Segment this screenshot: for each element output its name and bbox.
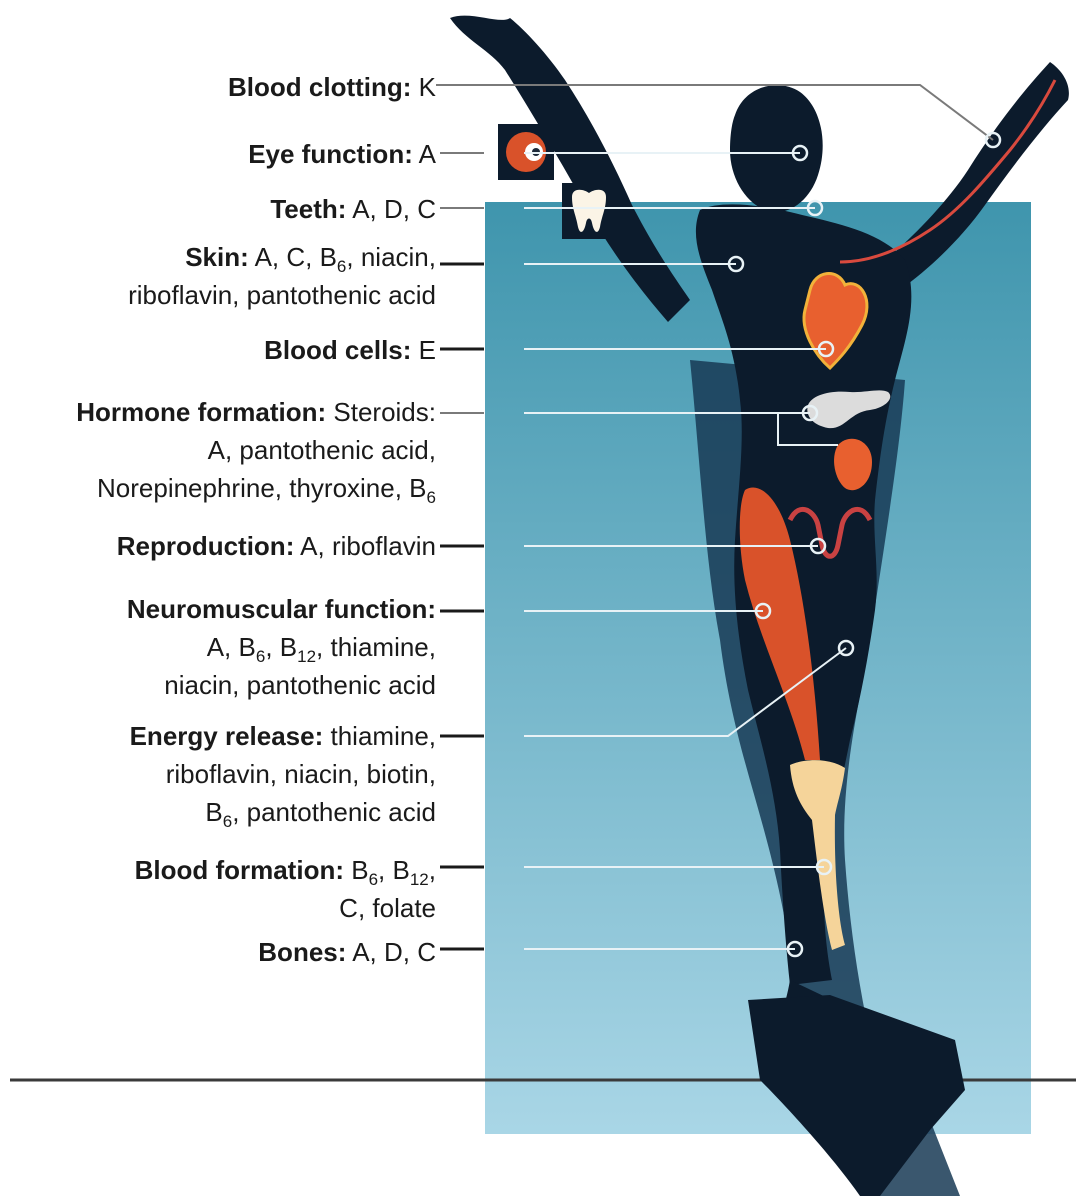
- label-blood-cells: Blood cells: E: [264, 331, 436, 369]
- label-title: Eye function:: [248, 139, 413, 169]
- label-title: Energy release:: [130, 721, 324, 751]
- label-line: Blood clotting: K: [228, 68, 436, 106]
- label-reproduction: Reproduction: A, riboflavin: [117, 527, 436, 565]
- label-nutrients: A, riboflavin: [300, 531, 436, 561]
- label-line: Eye function: A: [248, 135, 436, 173]
- label-line: Bones: A, D, C: [258, 933, 436, 971]
- label-skin: Skin: A, C, B6, niacin, riboflavin, panto…: [128, 238, 436, 314]
- label-title: Blood formation:: [135, 855, 344, 885]
- label-line: Hormone formation: Steroids:: [76, 393, 436, 431]
- label-nutrients: E: [419, 335, 436, 365]
- label-nutrients: riboflavin, niacin, biotin,: [166, 759, 436, 789]
- label-nutrients: B6, pantothenic acid: [205, 797, 436, 827]
- label-line: Blood cells: E: [264, 331, 436, 369]
- label-nutrients: niacin, pantothenic acid: [164, 670, 436, 700]
- label-title: Teeth:: [270, 194, 346, 224]
- label-nutrients: A, C, B6, niacin,: [255, 242, 436, 272]
- label-nutrients: A, D, C: [352, 194, 436, 224]
- label-energy-release: Energy release: thiamine, riboflavin, nia…: [130, 717, 436, 831]
- label-nutrients: thiamine,: [331, 721, 437, 751]
- head: [730, 85, 823, 212]
- label-nutrients: B6, B12,: [351, 855, 436, 885]
- label-line: A, B6, B12, thiamine,: [127, 628, 436, 666]
- label-line: C, folate: [135, 889, 436, 927]
- label-eye-function: Eye function: A: [248, 135, 436, 173]
- label-line: riboflavin, pantothenic acid: [128, 276, 436, 314]
- label-nutrients: K: [419, 72, 436, 102]
- label-line: A, pantothenic acid,: [76, 431, 436, 469]
- label-line: niacin, pantothenic acid: [127, 666, 436, 704]
- label-line: Energy release: thiamine,: [130, 717, 436, 755]
- label-line: Skin: A, C, B6, niacin,: [128, 238, 436, 276]
- label-title: Neuromuscular function:: [127, 594, 436, 624]
- label-nutrients: Steroids:: [333, 397, 436, 427]
- tooth-icon: [562, 183, 616, 239]
- label-line: Teeth: A, D, C: [270, 190, 436, 228]
- label-neuromuscular-function: Neuromuscular function: A, B6, B12, thiam…: [127, 590, 436, 704]
- label-nutrients: A: [419, 139, 436, 169]
- label-line: Reproduction: A, riboflavin: [117, 527, 436, 565]
- label-bones: Bones: A, D, C: [258, 933, 436, 971]
- label-title: Bones:: [258, 937, 346, 967]
- label-title: Blood cells:: [264, 335, 411, 365]
- label-nutrients: A, pantothenic acid,: [208, 435, 436, 465]
- label-title: Skin:: [185, 242, 249, 272]
- label-title: Blood clotting:: [228, 72, 411, 102]
- label-line: B6, pantothenic acid: [130, 793, 436, 831]
- label-nutrients: riboflavin, pantothenic acid: [128, 280, 436, 310]
- label-line: Norepinephrine, thyroxine, B6: [76, 469, 436, 507]
- label-nutrients: A, B6, B12, thiamine,: [207, 632, 436, 662]
- label-teeth: Teeth: A, D, C: [270, 190, 436, 228]
- label-hormone-formation: Hormone formation: Steroids: A, pantothen…: [76, 393, 436, 507]
- label-nutrients: A, D, C: [352, 937, 436, 967]
- label-nutrients: C, folate: [339, 893, 436, 923]
- label-line: Blood formation: B6, B12,: [135, 851, 436, 889]
- label-title: Hormone formation:: [76, 397, 326, 427]
- label-blood-formation: Blood formation: B6, B12, C, folate: [135, 851, 436, 927]
- label-line: Neuromuscular function:: [127, 590, 436, 628]
- label-blood-clotting: Blood clotting: K: [228, 68, 436, 106]
- label-line: riboflavin, niacin, biotin,: [130, 755, 436, 793]
- label-nutrients: Norepinephrine, thyroxine, B6: [97, 473, 436, 503]
- label-title: Reproduction:: [117, 531, 295, 561]
